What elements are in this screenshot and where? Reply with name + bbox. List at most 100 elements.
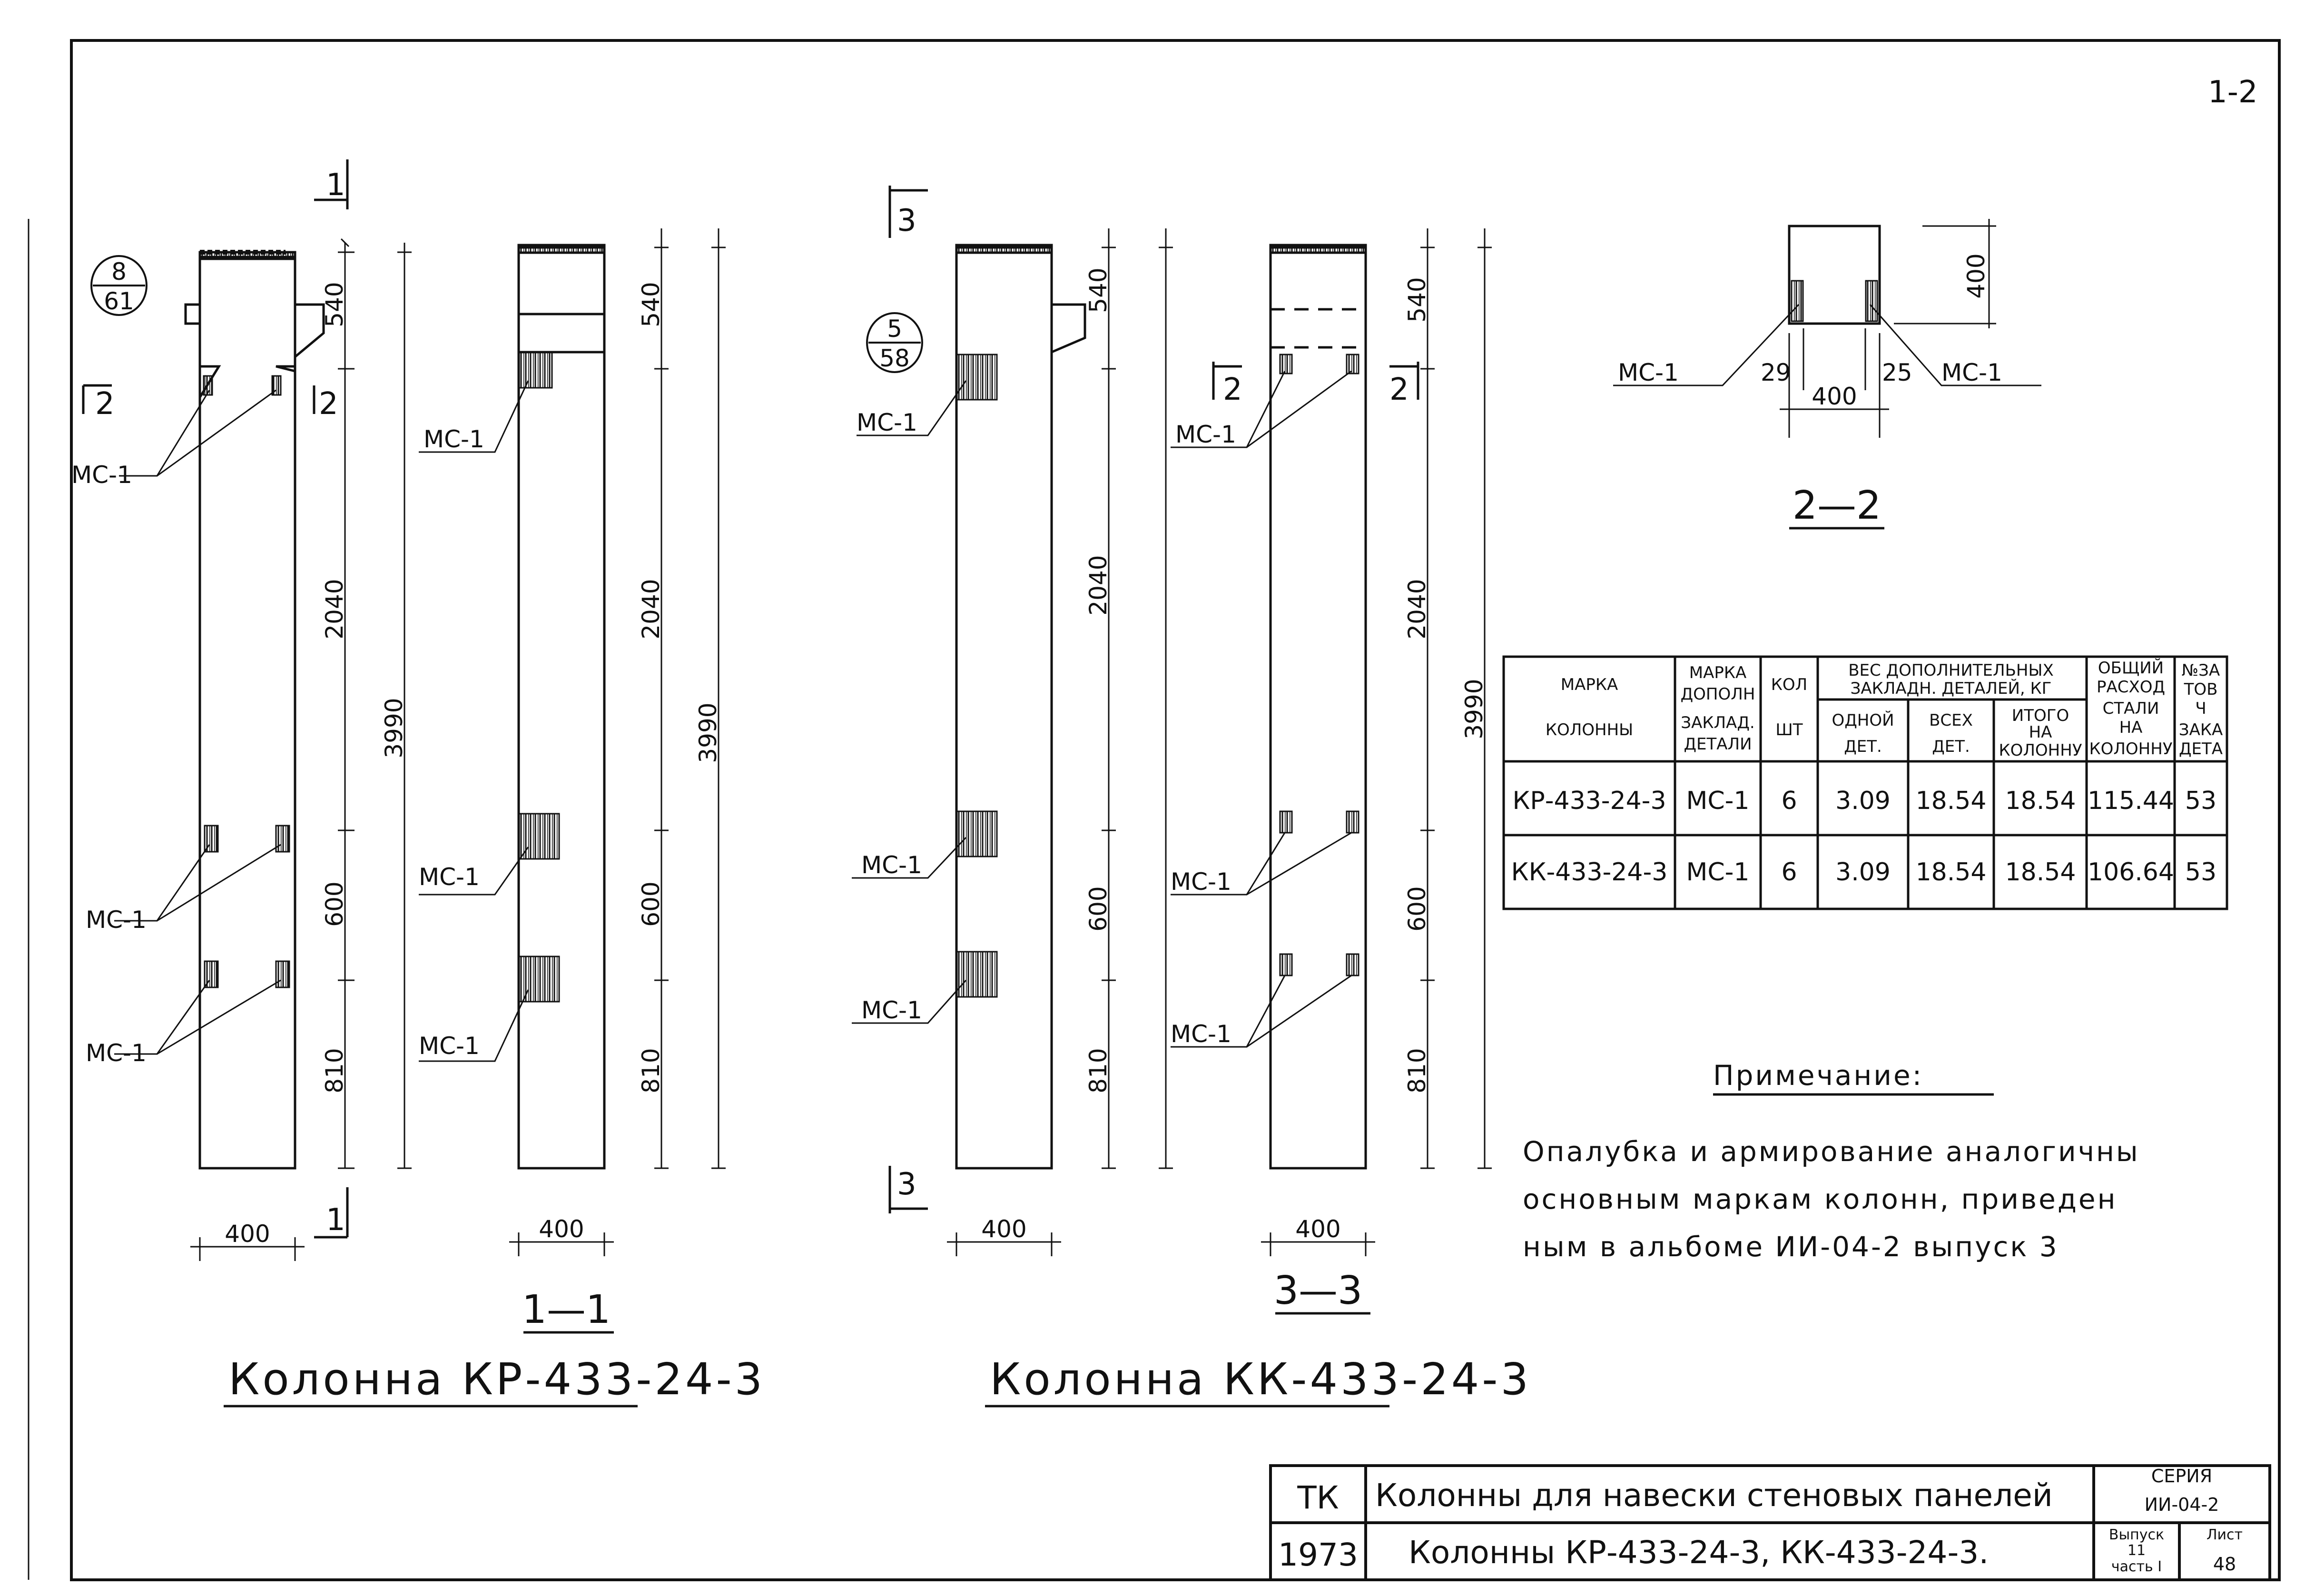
tb-org: ТК — [1297, 1479, 1339, 1516]
kr-cut-2-left: 2 — [95, 386, 115, 422]
s22-dim-width: 400 — [1812, 383, 1857, 410]
s22-dim-left: 29 — [1761, 359, 1791, 386]
table-row: КК-433-24-3 МС-1 6 3.09 18.54 18.54 106.… — [1511, 858, 2216, 887]
title-block — [1269, 1464, 2271, 1581]
column-kr-body — [184, 251, 325, 1170]
s11-dim-bottom: 810 — [637, 1048, 665, 1093]
th-sub3-c: КОЛОННУ — [1999, 741, 2082, 760]
s33-mc1-label-top: МС-1 — [1175, 421, 1236, 448]
s11-dim-width: 400 — [539, 1215, 584, 1243]
th-col8-e: ДЕТА — [2179, 739, 2223, 759]
th-col3-b: ШТ — [1775, 720, 1803, 739]
s33-cut-marks — [1212, 362, 1419, 400]
row2-qty: 6 — [1781, 858, 1797, 887]
section-1-1-body — [517, 244, 606, 1170]
note-line-1: Опалубка и армирование аналогичны — [1523, 1135, 2140, 1168]
s33-cut-2-left: 2 — [1223, 372, 1242, 407]
section-3-3-label: 3—3 — [1274, 1268, 1362, 1313]
th-sub1-b: ДЕТ. — [1844, 737, 1882, 756]
kr-mc1-label-mid: МС-1 — [86, 906, 147, 934]
kr-dim-total: 3990 — [380, 698, 408, 758]
kk-bubble-top: 5 — [887, 315, 902, 343]
s33-dim-total: 3990 — [1460, 679, 1488, 739]
s33-cut-2-right: 2 — [1389, 372, 1409, 407]
th-col2-a: МАРКА — [1689, 663, 1747, 682]
s11-dim-top: 540 — [637, 282, 665, 327]
kr-bubble-bottom: 61 — [104, 287, 134, 315]
kr-dim-mid: 2040 — [321, 579, 348, 639]
row2-one: 3.09 — [1835, 858, 1891, 887]
row2-num: 53 — [2185, 858, 2216, 887]
s33-dim-top: 540 — [1403, 277, 1431, 322]
row2-total: 18.54 — [2005, 858, 2076, 887]
kk-mc1-label-top: МС-1 — [857, 409, 917, 436]
section-3-3-plates — [1279, 354, 1359, 976]
s33-dim-width: 400 — [1295, 1215, 1340, 1243]
th-group-a: ВЕС ДОПОЛНИТЕЛЬНЫХ — [1848, 661, 2054, 680]
kk-cut-marks — [888, 186, 928, 1213]
kr-mc1-label-top: МС-1 — [71, 461, 132, 489]
note-heading: Примечание: — [1713, 1059, 1923, 1092]
th-col7-b: РАСХОД — [2097, 678, 2165, 697]
kr-dim-bottom: 810 — [321, 1048, 348, 1093]
tb-title-top: Колонны для навески стеновых панелей — [1375, 1477, 2053, 1514]
tb-issue-3: часть I — [2111, 1558, 2162, 1575]
note-line-3: ным в альбоме ИИ-04-2 выпуск 3 — [1523, 1231, 2059, 1263]
s33-mc1-label-bottom: МС-1 — [1171, 1020, 1231, 1048]
column-kr-mc1-plates — [203, 375, 290, 988]
s11-mc1-label-bottom: МС-1 — [419, 1032, 480, 1060]
section-2-2-body — [1788, 225, 1881, 325]
section-3-3-body — [1269, 244, 1367, 1170]
kr-cut-2-right: 2 — [319, 386, 338, 422]
th-sub2-a: ВСЕХ — [1929, 711, 1973, 730]
th-col2-d: ДЕТАЛИ — [1684, 735, 1752, 754]
row1-one: 3.09 — [1835, 787, 1891, 815]
th-col7-d: НА — [2119, 718, 2143, 737]
row2-mark: КК-433-24-3 — [1511, 858, 1668, 887]
tb-title-bottom: Колонны КР-433-24-3, КК-433-24-3. — [1409, 1534, 1989, 1571]
column-kk-body — [955, 244, 1086, 1170]
tb-issue-2: 11 — [2128, 1542, 2146, 1559]
column-kk-plates — [955, 354, 998, 998]
kr-detail-bubble — [90, 255, 148, 316]
s11-dim-lines — [509, 228, 726, 1256]
section-3-3-leaders — [1171, 370, 1352, 1048]
section-2-2-plates — [1791, 280, 1878, 322]
section-2-2-label: 2—2 — [1793, 483, 1881, 528]
s22-dim-right: 25 — [1882, 359, 1912, 386]
kk-cut-3-bottom: 3 — [897, 1167, 916, 1202]
th-sub2-b: ДЕТ. — [1932, 737, 1970, 756]
row2-detail: МС-1 — [1686, 858, 1749, 887]
tb-series: ИИ-04-2 — [2145, 1494, 2219, 1515]
th-sub3-a: ИТОГО — [2012, 706, 2069, 725]
row1-all: 18.54 — [1916, 787, 1987, 815]
th-col7-c: СТАЛИ — [2103, 699, 2159, 718]
note-line-2: основным маркам колонн, приведен — [1523, 1183, 2118, 1215]
th-col1-b: КОЛОННЫ — [1546, 720, 1633, 739]
tb-issue-1: Выпуск — [2109, 1527, 2164, 1543]
s22-mc1-left: МС-1 — [1618, 359, 1679, 386]
th-col1-a: МАРКА — [1561, 675, 1618, 694]
section-1-1-label: 1—1 — [522, 1287, 611, 1332]
th-group-b: ЗАКЛАДН. ДЕТАЛЕЙ, КГ — [1851, 679, 2052, 698]
row1-steel: 115.44 — [2088, 787, 2174, 815]
kr-mc1-label-bottom: МС-1 — [86, 1039, 147, 1067]
s11-dim-lower: 600 — [637, 881, 665, 926]
th-col8-c: Ч — [2195, 699, 2206, 718]
s33-dim-lines — [1261, 228, 1492, 1256]
column-kk-leaders — [852, 380, 967, 1024]
th-col2-c: ЗАКЛАД. — [1681, 713, 1754, 732]
row1-total: 18.54 — [2005, 787, 2076, 815]
kr-dim-width: 400 — [225, 1220, 270, 1248]
tb-series-label: СЕРИЯ — [2151, 1466, 2212, 1487]
th-col2-b: ДОПОЛН — [1681, 685, 1755, 704]
kk-detail-bubble — [866, 312, 923, 373]
th-sub3-b: НА — [2029, 723, 2052, 742]
tb-sheet-label: Лист — [2206, 1527, 2243, 1543]
s22-dim-lines — [1613, 219, 2041, 438]
column-kr-title: Колонна КР-433-24-3 — [228, 1354, 765, 1405]
s33-dim-lower: 600 — [1403, 886, 1431, 931]
kr-dim-top: 540 — [321, 282, 348, 327]
kr-cut-1-bottom: 1 — [326, 1202, 345, 1238]
